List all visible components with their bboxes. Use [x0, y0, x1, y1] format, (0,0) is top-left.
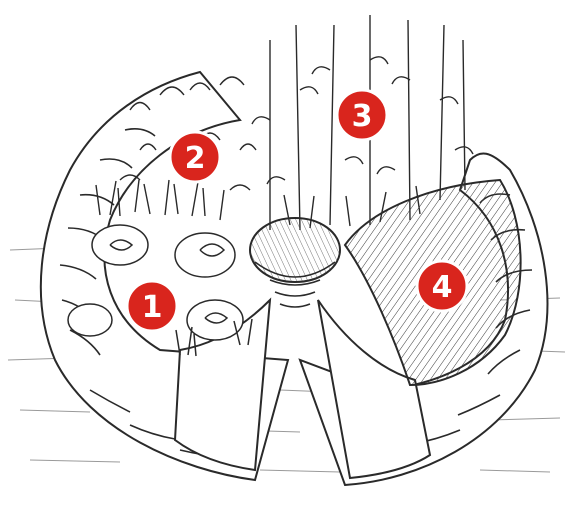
marker-3: 3: [337, 90, 387, 140]
marker-2: 2: [170, 132, 220, 182]
marker-4-label: 4: [432, 270, 453, 305]
marker-4: 4: [417, 261, 467, 311]
marker-2-label: 2: [185, 141, 206, 176]
marker-3-label: 3: [352, 99, 373, 134]
marker-1-label: 1: [142, 290, 163, 325]
compost-basket: [250, 218, 340, 307]
marker-1: 1: [127, 281, 177, 331]
